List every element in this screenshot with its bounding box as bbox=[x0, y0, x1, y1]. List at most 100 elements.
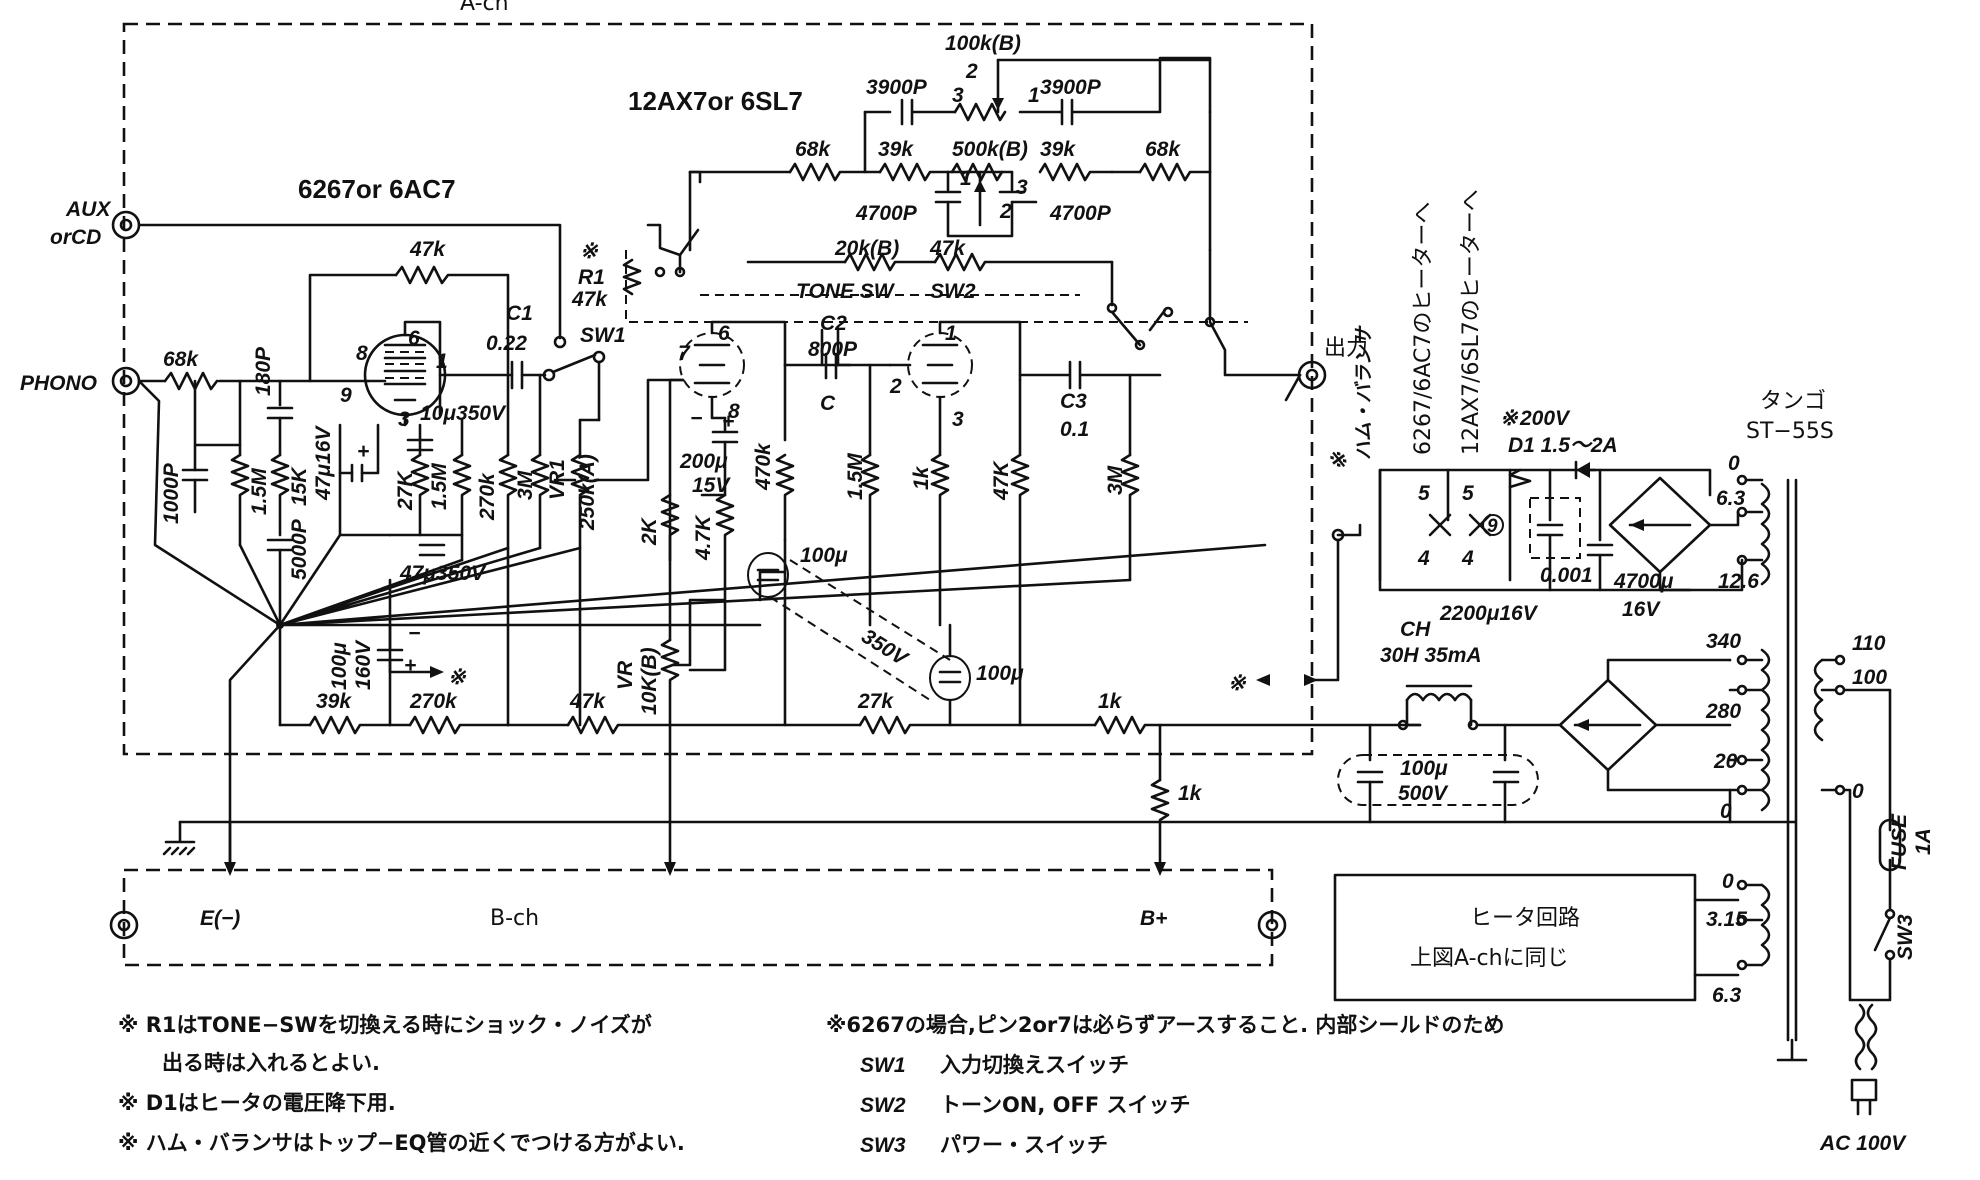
svg-text:−: − bbox=[408, 622, 420, 645]
eq-tube-label: 6267or 6AC7 bbox=[298, 174, 456, 204]
c-4700p-b: 4700P bbox=[1049, 202, 1112, 225]
c-5000p: 5000P bbox=[288, 518, 311, 580]
svg-text:100: 100 bbox=[1852, 666, 1887, 689]
svg-text:4: 4 bbox=[1417, 547, 1430, 570]
r-68k-b: 68k bbox=[1145, 138, 1181, 161]
svg-text:2: 2 bbox=[889, 375, 902, 398]
svg-text:6.3: 6.3 bbox=[1716, 487, 1746, 510]
c-180p: 180P bbox=[252, 346, 275, 396]
c-1000p: 1000P bbox=[160, 462, 183, 524]
r-47k-bot: 47k bbox=[569, 690, 606, 713]
r-68k-in: 68k bbox=[163, 348, 199, 371]
r-27k-k: 27K bbox=[394, 470, 417, 511]
phono-jack-icon[interactable] bbox=[111, 366, 141, 396]
svg-text:+: + bbox=[357, 440, 369, 463]
r1-asterisk: ※ bbox=[580, 240, 599, 263]
svg-text:1: 1 bbox=[1028, 84, 1040, 107]
note-4: ※6267の場合,ピン2or7は必らずアースすること. 内部シールドのため bbox=[826, 1013, 1504, 1037]
tone-sw-label: TONE SW bbox=[796, 280, 896, 303]
sw2-desc: トーンON, OFF スイッチ bbox=[940, 1093, 1191, 1117]
r-47k-p: 47K bbox=[990, 460, 1013, 501]
vr-10k: VR bbox=[614, 660, 637, 690]
output-label: 出力 bbox=[1324, 336, 1368, 361]
vr1-label: VR1 bbox=[546, 459, 569, 500]
r-39k-a: 39k bbox=[878, 138, 914, 161]
r-270k: 270k bbox=[476, 472, 499, 521]
r-15k: 15K bbox=[288, 466, 311, 506]
svg-text:3: 3 bbox=[952, 84, 964, 107]
bplus-label: B+ bbox=[1140, 907, 1167, 930]
note-1-line2: 出る時は入れるとよい. bbox=[162, 1051, 380, 1075]
svg-text:280: 280 bbox=[1705, 700, 1741, 723]
svg-text:6: 6 bbox=[718, 322, 730, 345]
c-2200u: 2200μ16V bbox=[1439, 602, 1539, 625]
c3-name: C3 bbox=[1060, 390, 1087, 413]
svg-text:340: 340 bbox=[1706, 630, 1741, 653]
ac-label: AC 100V bbox=[1819, 1132, 1907, 1155]
b-ch-label: B-ch bbox=[490, 906, 539, 931]
c-100u-500v-b: 500V bbox=[1398, 782, 1449, 805]
svg-text:6: 6 bbox=[408, 327, 420, 350]
c1-val: 0.22 bbox=[486, 332, 527, 355]
note-1-line1: ※ R1はTONE−SWを切換える時にショック・ノイズが bbox=[118, 1013, 652, 1037]
c-100u-160v-a: 100μ bbox=[328, 642, 351, 690]
svg-text:5: 5 bbox=[1462, 482, 1474, 505]
sw1-desc: 入力切換えスイッチ bbox=[940, 1053, 1129, 1077]
svg-text:9: 9 bbox=[1487, 516, 1498, 537]
svg-text:8: 8 bbox=[728, 400, 740, 423]
c2-name: C2 bbox=[820, 312, 847, 335]
svg-text:0: 0 bbox=[1852, 780, 1864, 803]
d1-asterisk: ※ bbox=[1500, 407, 1519, 430]
r1-val: 47k bbox=[571, 288, 608, 311]
heater-6267-label: 6267/6AC7のヒーターへ bbox=[1411, 202, 1436, 455]
svg-text:5: 5 bbox=[1418, 482, 1430, 505]
d1-v: 200V bbox=[1519, 407, 1571, 430]
fuse-val: 1A bbox=[1912, 828, 1935, 855]
phono-label: PHONO bbox=[20, 372, 97, 395]
aux-jack-icon[interactable] bbox=[111, 210, 141, 240]
svg-text:1: 1 bbox=[945, 322, 957, 345]
c-100u-160v-b: 160V bbox=[352, 639, 375, 690]
sw1-name: SW1 bbox=[860, 1054, 906, 1077]
c-100u-500v-a: 100μ bbox=[1400, 757, 1448, 780]
r-47k-fb: 47k bbox=[409, 238, 446, 261]
sw3-name: SW3 bbox=[860, 1134, 906, 1157]
r-270k-bot: 270k bbox=[409, 690, 458, 713]
c-4700p-a: 4700P bbox=[855, 202, 918, 225]
sw2-name: SW2 bbox=[860, 1094, 906, 1117]
heater-line2: 上図A-chに同じ bbox=[1410, 946, 1569, 971]
vr-100k: 100k(B) bbox=[945, 32, 1021, 55]
r-2k: 2K bbox=[638, 516, 661, 546]
svg-text:7: 7 bbox=[678, 342, 691, 365]
tone-tube-label: 12AX7or 6SL7 bbox=[628, 86, 803, 116]
r-1k-bot: 1k bbox=[1098, 690, 1123, 713]
r-39k-bot: 39k bbox=[316, 690, 352, 713]
c3-val: 0.1 bbox=[1060, 418, 1089, 441]
c-4700u-v: 16V bbox=[1622, 598, 1661, 621]
sw1-label: SW1 bbox=[580, 324, 626, 347]
r-1-5m-c: 1.5M bbox=[844, 453, 867, 500]
r-4-7k: 4.7K bbox=[692, 514, 715, 561]
svg-text:3: 3 bbox=[1016, 176, 1028, 199]
a-ch-frame bbox=[122, 22, 1314, 756]
svg-text:2: 2 bbox=[999, 200, 1012, 223]
sw3-label[interactable]: SW3 bbox=[1894, 914, 1917, 960]
r-470k: 470k bbox=[752, 442, 775, 491]
c2-val: 800P bbox=[808, 338, 858, 361]
r-3m-b: 3M bbox=[1104, 465, 1127, 495]
svg-text:6.3: 6.3 bbox=[1712, 984, 1742, 1007]
r-1k-k: 1k bbox=[910, 465, 933, 490]
note-2: ※ D1はヒータの電圧降下用. bbox=[118, 1091, 396, 1115]
svg-text:1: 1 bbox=[960, 167, 972, 190]
svg-text:3: 3 bbox=[952, 408, 964, 431]
svg-text:※: ※ bbox=[1328, 451, 1351, 470]
heater-12ax7-label: 12AX7/6SL7のヒーターへ bbox=[1459, 189, 1484, 455]
svg-text:8: 8 bbox=[356, 342, 368, 365]
c-c: C bbox=[820, 392, 836, 415]
fuse-label: FUSE bbox=[1888, 813, 1911, 870]
vr1-val: 250k(A) bbox=[576, 454, 599, 531]
r-39k-b: 39k bbox=[1040, 138, 1076, 161]
c-200u: 200μ bbox=[679, 450, 728, 473]
c-100u-b: 100μ bbox=[976, 662, 1024, 685]
svg-text:0: 0 bbox=[1728, 452, 1740, 475]
